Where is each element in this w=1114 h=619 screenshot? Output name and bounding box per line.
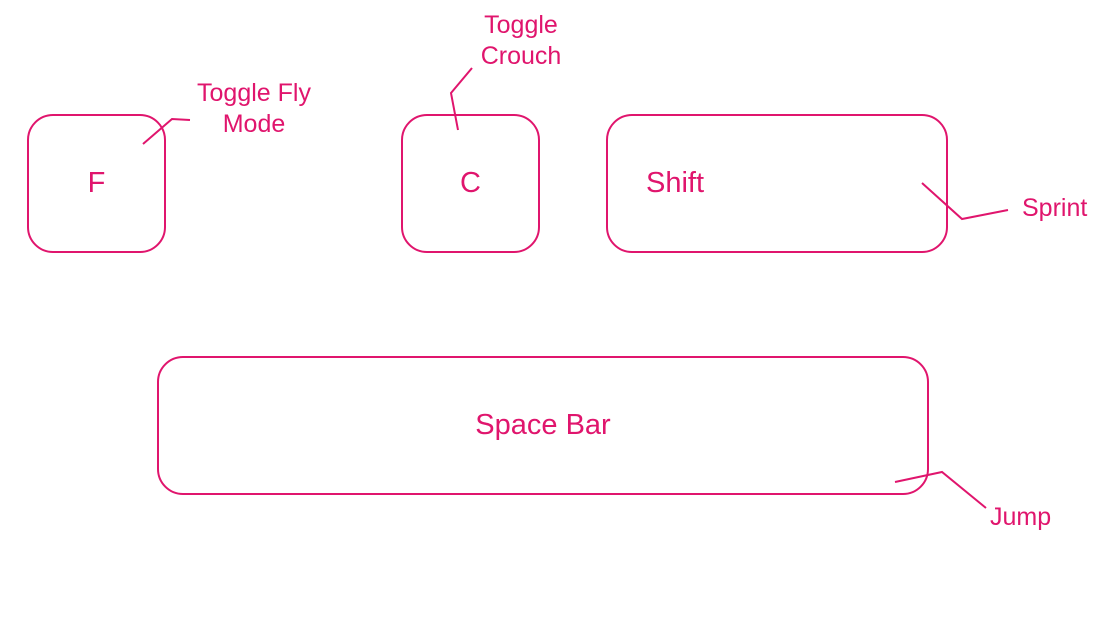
key-space-bar[interactable]: Space Bar: [157, 356, 929, 495]
callout-toggle-crouch-line1: Toggle: [484, 11, 558, 39]
callout-jump: Jump: [990, 502, 1051, 533]
callout-toggle-fly-mode-line1: Toggle Fly: [197, 79, 311, 107]
callout-jump-text: Jump: [990, 503, 1052, 531]
callout-sprint-text: Sprint: [1022, 194, 1088, 222]
key-f[interactable]: F: [27, 114, 166, 253]
callout-toggle-fly-mode-line2: Mode: [222, 110, 286, 138]
callout-toggle-crouch-line2: Crouch: [480, 42, 562, 70]
key-shift-label: Shift: [646, 167, 705, 199]
callout-toggle-fly-mode: Toggle Fly Mode: [188, 78, 320, 140]
key-space-bar-label: Space Bar: [475, 409, 611, 441]
key-shift[interactable]: Shift: [606, 114, 948, 253]
key-f-label: F: [87, 167, 106, 199]
callout-toggle-crouch: Toggle Crouch: [470, 10, 572, 72]
key-c[interactable]: C: [401, 114, 540, 253]
key-c-label: C: [460, 167, 481, 199]
callout-sprint: Sprint: [1022, 193, 1087, 224]
